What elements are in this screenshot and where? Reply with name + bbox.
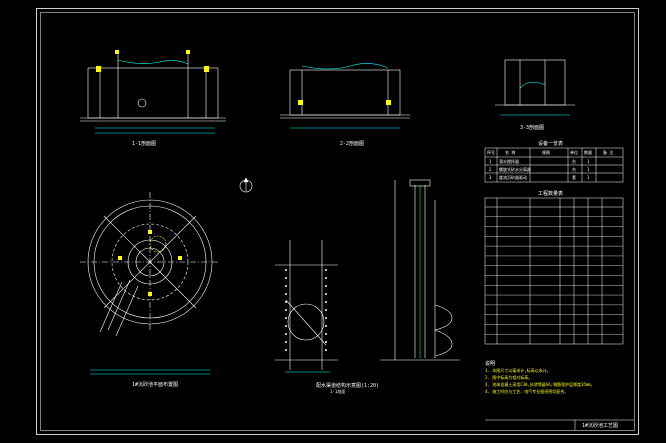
note-line-1: 1. 本图尺寸以毫米计,标高以米计。	[485, 368, 551, 373]
note-line-3: 3. 池体混凝土采用C30,抗渗等级S6,钢筋保护层厚度35mm。	[485, 382, 595, 387]
section-3-title: 3-3剖面图	[520, 125, 545, 131]
notes-title: 说明	[485, 361, 496, 367]
rebar-dot	[325, 309, 327, 311]
rebar-dot	[285, 333, 287, 335]
quantity-table-title: 工程数量表	[538, 191, 564, 197]
rebar-dot	[325, 277, 327, 279]
equipment-row-2-qty: 1	[587, 167, 590, 172]
plan-view	[80, 192, 220, 375]
equipment-row-3-qty: 1	[587, 175, 590, 180]
section-2-view	[280, 63, 410, 129]
equipment-row-1-no: 1	[489, 159, 492, 164]
equipment-row-2-unit: 台	[572, 167, 576, 172]
section-2-title: 2-2剖面图	[340, 141, 365, 147]
equipment-row-1-name: 潜水搅拌器	[499, 159, 519, 164]
rebar-dot	[285, 293, 287, 295]
equipment-header-no: 序号	[487, 150, 495, 155]
outer-frame	[36, 8, 639, 435]
rebar-dot	[325, 333, 327, 335]
north-arrow-icon	[239, 177, 253, 193]
equipment-row-1-unit: 台	[572, 159, 576, 164]
rebar-dot	[285, 269, 287, 271]
equipment-row-2-name: 螺旋式砂水分离器	[499, 167, 531, 172]
section-1-title: 1-1剖面图	[132, 141, 157, 147]
rebar-dot	[325, 285, 327, 287]
equipment-header-remark: 备 注	[603, 150, 614, 155]
rebar-dot	[325, 341, 327, 343]
equipment-table	[484, 147, 624, 183]
rebar-dot	[285, 325, 287, 327]
rebar-dot	[285, 317, 287, 319]
equipment-header-qty: 数量	[584, 150, 592, 155]
note-line-2: 2. 图中标高为相对标高。	[485, 375, 533, 380]
detail-subtitle: 1-1剖面	[330, 389, 346, 394]
inner-frame	[40, 12, 635, 431]
equipment-row-2-no: 2	[489, 167, 492, 172]
equipment-header-name: 名 称	[505, 150, 516, 155]
title-block-text: 1#沉砂池工艺图	[582, 423, 619, 429]
rebar-dot	[325, 325, 327, 327]
section-3-view	[495, 59, 575, 116]
rebar-dot	[285, 341, 287, 343]
equipment-row-1-qty: 1	[587, 159, 590, 164]
equipment-row-3-unit: 套	[572, 175, 576, 180]
title-block	[485, 419, 634, 430]
rebar-dot	[325, 293, 327, 295]
equipment-header-unit: 单位	[570, 150, 578, 155]
rebar-dot	[285, 349, 287, 351]
section-1-view	[80, 50, 226, 134]
detail-view	[275, 240, 338, 373]
rebar-dot	[325, 349, 327, 351]
plan-title: 1#沉砂池平面布置图	[132, 382, 179, 388]
equipment-header-spec: 规格	[542, 150, 550, 155]
equipment-table-title: 设备一览表	[538, 141, 564, 147]
equipment-row-3-name: 旋流沉砂器驱动	[499, 175, 527, 180]
equipment-row-3-no: 3	[489, 175, 492, 180]
rebar-dot	[285, 301, 287, 303]
rebar-dot	[325, 269, 327, 271]
pipe-section-view	[380, 179, 460, 361]
rebar-dot	[285, 309, 287, 311]
rebar-dot	[325, 301, 327, 303]
detail-title: 配水渠道结构示意图(1:20)	[316, 383, 380, 389]
rebar-dot	[285, 285, 287, 287]
quantity-table	[484, 197, 624, 345]
note-line-4: 4. 施工时应与工艺、电气专业图纸密切配合。	[485, 389, 569, 394]
rebar-dot	[325, 317, 327, 319]
rebar-dot	[285, 277, 287, 279]
